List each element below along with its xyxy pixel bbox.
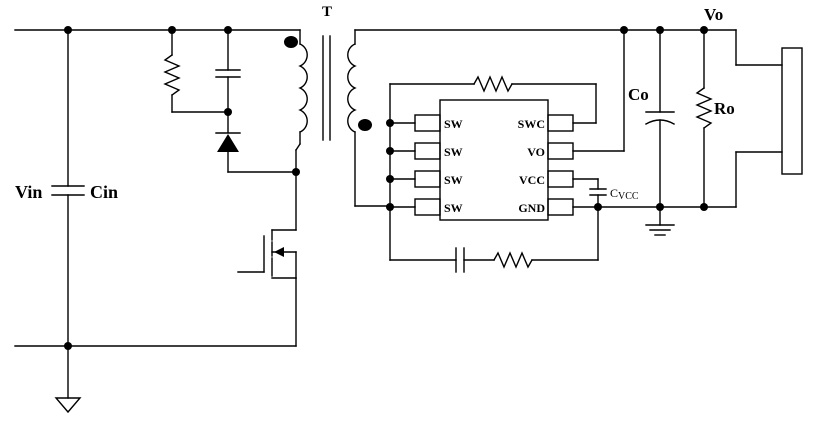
ic-pin-vo: VO [527,145,545,159]
snubber-diode [215,111,297,173]
transformer-primary-winding [295,29,308,231]
co-label: Co [628,85,649,104]
ground-symbol-output [645,206,675,236]
transformer-core [322,35,331,141]
bottom-input-rail [14,277,297,347]
primary-polarity-dot [284,36,298,48]
ic-right-pins [547,114,574,216]
vo-connection [572,29,625,152]
cvcc-label: CVCC [610,186,639,202]
mosfet-switch [237,229,297,279]
junction-dots [64,26,708,350]
output-load [735,29,803,208]
vin-label: Vin [15,182,42,202]
sw-pin-bus [389,83,416,261]
ro-label: Ro [714,99,735,118]
ic-left-pins [414,114,441,216]
snubber-resistor [163,29,181,113]
transformer-secondary-winding [347,29,391,207]
secondary-polarity-dot [358,119,372,131]
transformer-label: T [322,4,332,20]
ic-pin-sw-3: SW [444,173,463,187]
output-resistor-ro [695,29,713,208]
bottom-rc-network [389,206,599,273]
snubber-capacitor [215,29,241,113]
vo-label: Vo [704,5,723,24]
ic-pin-swc: SWC [518,117,545,131]
input-capacitor-cin [51,29,85,399]
ic-body [439,99,549,221]
cin-label: Cin [90,182,118,202]
output-capacitor-co [645,29,675,208]
swc-resistor [389,75,597,124]
ic-pin-sw-1: SW [444,117,463,131]
vcc-capacitor [572,178,607,208]
ic-pin-sw-4: SW [444,201,463,215]
ic-pin-sw-2: SW [444,145,463,159]
ic-pin-gnd: GND [518,201,545,215]
ground-symbol-input [54,397,82,414]
ic-pin-vcc: VCC [519,173,545,187]
